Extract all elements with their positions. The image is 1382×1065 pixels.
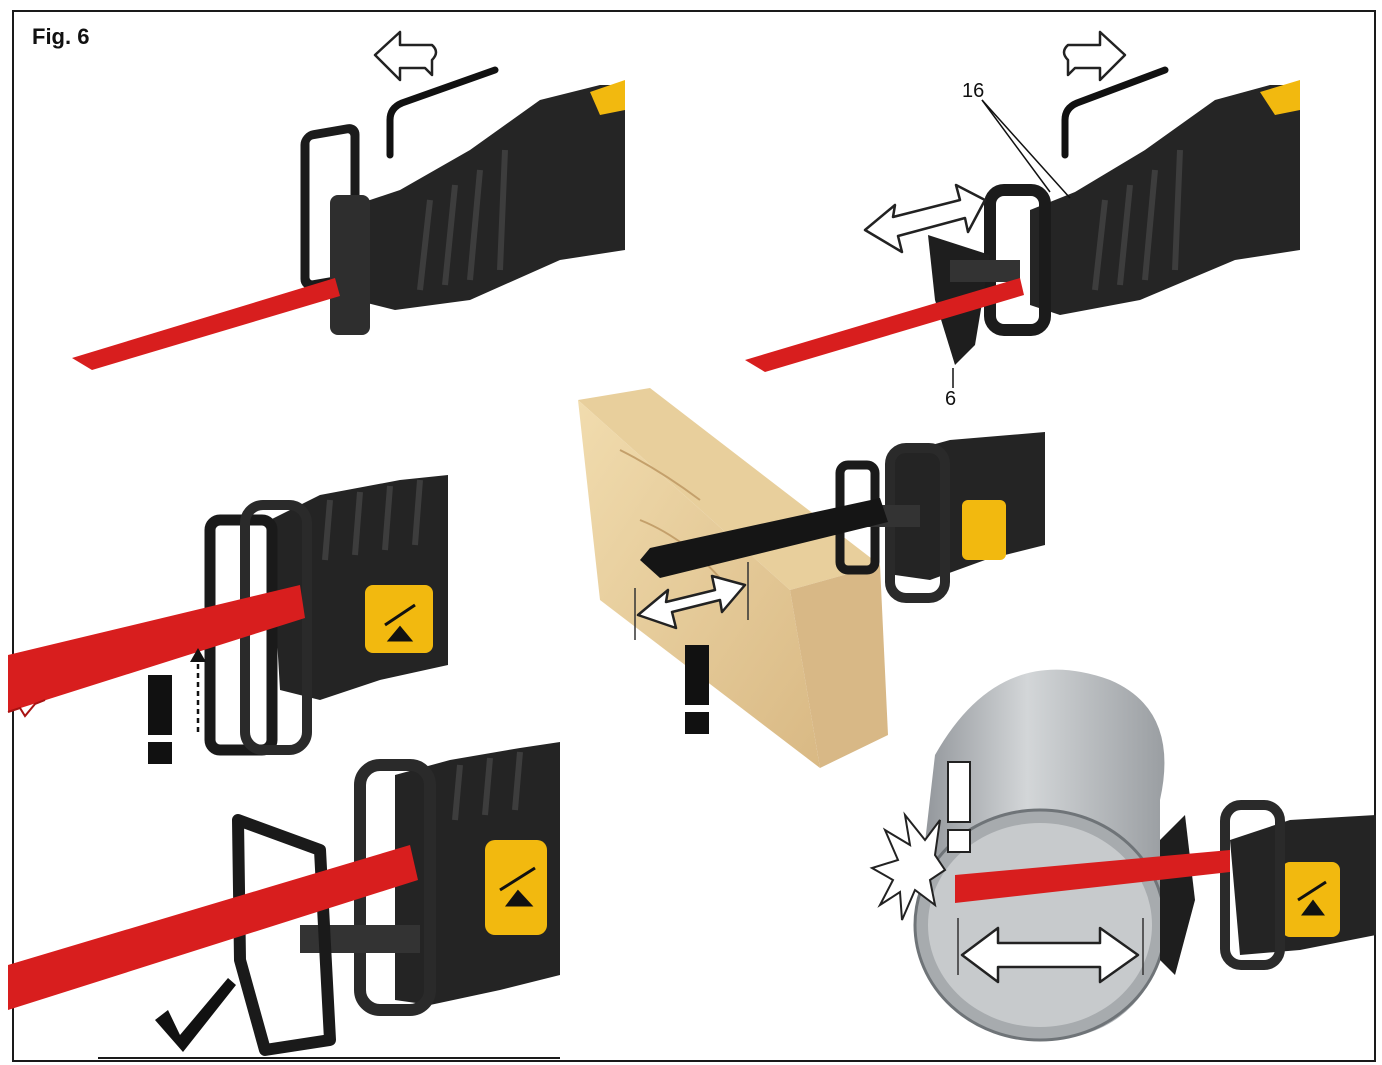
saw-rod: [950, 260, 1020, 282]
saw-guard: [1220, 800, 1285, 970]
callout-16-leader: [981, 99, 1071, 199]
saw-blade: [640, 498, 888, 578]
exclamation-icon: [685, 645, 709, 734]
saw-rod: [300, 925, 420, 953]
impact-burst-icon: [869, 811, 947, 921]
saw-blade: [955, 850, 1230, 903]
saw-blade: [745, 278, 1024, 372]
saw-grip-ridges: [322, 479, 423, 561]
saw-accent: [485, 840, 547, 935]
arrow-left-icon: [373, 30, 438, 82]
hex-key-icon: [386, 66, 499, 159]
wood-block: [578, 388, 888, 768]
callout-16: 16: [962, 80, 985, 102]
figure-title: Fig. 6: [32, 24, 90, 49]
exclamation-icon: [148, 675, 172, 764]
saw-bottom-right: [955, 800, 1376, 975]
saw-body: [395, 742, 560, 1005]
saw-shoe: [232, 814, 336, 1056]
saw-blade: [8, 845, 418, 1010]
saw-clamp: [330, 195, 370, 335]
saw-top-right: [745, 80, 1300, 372]
checkmark-icon: [155, 978, 236, 1052]
double-arrow-icon: [863, 183, 987, 254]
saw-accent: [1260, 80, 1300, 115]
saw-body: [1030, 85, 1300, 315]
metal-pipe: [913, 669, 1167, 1042]
saw-top-left: [72, 80, 625, 370]
saw-grip-ridges: [1092, 149, 1183, 291]
saw-center: [640, 432, 1045, 603]
saw-bottom-left: [8, 742, 560, 1056]
arrow-right-icon: [1062, 30, 1127, 82]
dashed-up-arrow-icon: [190, 648, 206, 732]
callout-6: 6: [945, 388, 957, 410]
saw-body: [355, 85, 625, 310]
saw-accent: [962, 500, 1006, 560]
saw-accent: [1282, 862, 1340, 937]
callout-16-leader: [981, 99, 1051, 193]
exclamation-icon: [947, 761, 971, 853]
double-arrow-icon: [957, 918, 1144, 984]
saw-accent: [365, 585, 433, 653]
saw-shoe: [1160, 815, 1195, 975]
saw-accent: [590, 80, 625, 115]
saw-blade: [8, 585, 305, 712]
hex-key-icon: [1061, 66, 1169, 159]
saw-grip-ridges: [417, 149, 508, 291]
saw-blade: [72, 278, 340, 370]
double-arrow-icon: [634, 562, 749, 640]
saw-middle-left: [7, 475, 448, 756]
saw-grip-ridges: [452, 751, 523, 821]
